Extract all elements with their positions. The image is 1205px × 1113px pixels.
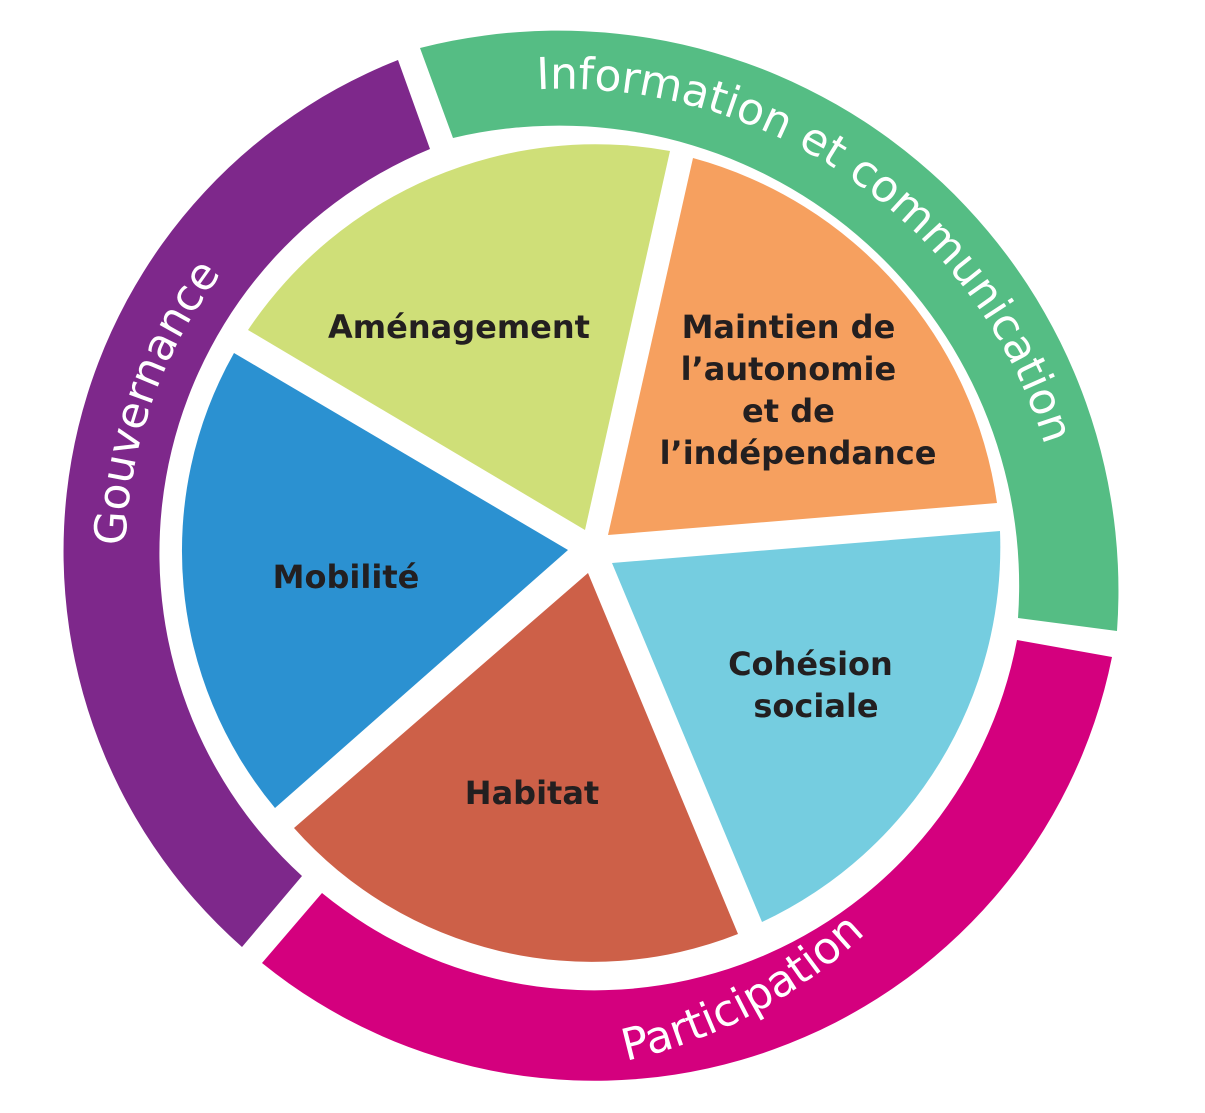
segment-label-amenagement: Aménagement — [328, 308, 590, 346]
segment-cohesion — [612, 531, 1001, 922]
ring-band-information — [420, 30, 1119, 631]
segment-label-habitat: Habitat — [465, 774, 599, 812]
segment-amenagement — [248, 144, 670, 530]
segment-habitat — [294, 573, 738, 962]
segment-label-autonomie: Maintien de l’autonomie et de l’indépend… — [660, 308, 937, 472]
segment-label-mobilite: Mobilité — [273, 558, 420, 596]
segment-label-cohesion: Cohésion sociale — [728, 645, 904, 725]
segment-autonomie — [608, 158, 997, 535]
ring-band-gouvernance — [63, 60, 431, 947]
ring-band-participation — [262, 640, 1112, 1081]
segment-mobilite — [181, 353, 568, 808]
